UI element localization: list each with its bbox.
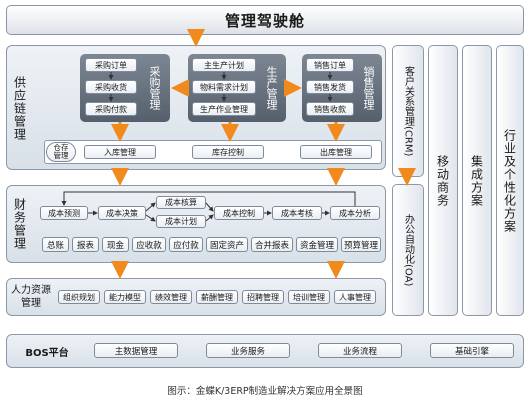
master-production-plan[interactable]: 主生产计划 (192, 58, 256, 72)
hr-organization-planning[interactable]: 组织规划 (58, 290, 100, 304)
procurement-label: 采购管理 (148, 66, 161, 110)
mobile-commerce-column[interactable] (428, 45, 458, 316)
general-ledger[interactable]: 总账 (42, 237, 69, 252)
hr-personnel[interactable]: 人事管理 (334, 290, 376, 304)
business-services[interactable]: 业务服务 (206, 343, 290, 358)
fixed-assets[interactable]: 固定资产 (206, 237, 248, 252)
bos-label: BOS平台 (25, 347, 69, 359)
reports[interactable]: 报表 (72, 237, 99, 252)
business-process[interactable]: 业务流程 (318, 343, 402, 358)
sales-collection[interactable]: 销售收款 (306, 102, 354, 116)
inventory-control[interactable]: 库存控制 (192, 145, 264, 159)
material-requirement-plan[interactable]: 物料需求计划 (192, 80, 256, 94)
integration-solution-label: 集成方案 (469, 154, 484, 207)
hr-performance[interactable]: 绩效管理 (150, 290, 192, 304)
fund-management[interactable]: 资金管理 (296, 237, 338, 252)
cost-analysis[interactable]: 成本分析 (330, 206, 380, 220)
figure-caption: 图示：金蝶K/3ERP制造业解决方案应用全景图 (167, 386, 363, 397)
hr-recruitment[interactable]: 招聘管理 (242, 290, 284, 304)
outbound-management[interactable]: 出库管理 (300, 145, 372, 159)
cost-assessment[interactable]: 成本考核 (272, 206, 322, 220)
warehouse-label-text: 仓存管理 (53, 143, 69, 160)
hr-label: 人力资源管理 (10, 282, 52, 312)
cost-plan[interactable]: 成本计划 (156, 215, 206, 228)
production-label: 生产管理 (265, 66, 278, 110)
receivables[interactable]: 应收款 (132, 237, 166, 252)
industry-solution-label: 行业及个性化方案 (502, 128, 517, 233)
sales-shipment[interactable]: 销售发货 (306, 80, 354, 94)
crm-label: 客户关系管理(CRM) (402, 65, 414, 157)
supply-chain-label: 供应链管理 (12, 75, 27, 141)
warehouse-label[interactable]: 仓存管理 (46, 142, 76, 162)
procurement-receipt[interactable]: 采购收货 (85, 80, 137, 94)
cost-decision[interactable]: 成本决策 (98, 206, 146, 220)
management-cockpit[interactable]: 管理驾驶舱 (6, 5, 524, 35)
production-operation[interactable]: 生产作业管理 (192, 102, 256, 116)
oa-label: 办公自动化(OA) (402, 213, 414, 287)
cost-control[interactable]: 成本控制 (214, 206, 264, 220)
crm-column[interactable] (392, 45, 424, 177)
master-data-management[interactable]: 主数据管理 (94, 343, 178, 358)
industry-solution-column[interactable] (496, 45, 524, 316)
payables[interactable]: 应付款 (169, 237, 203, 252)
finance-label: 财务管理 (12, 198, 27, 250)
cost-forecast[interactable]: 成本预测 (40, 206, 88, 220)
base-engine[interactable]: 基础引擎 (430, 343, 514, 358)
consolidated-reports[interactable]: 合并报表 (251, 237, 293, 252)
procurement-payment[interactable]: 采购付款 (85, 102, 137, 116)
mobile-commerce-label: 移动商务 (435, 154, 450, 207)
hr-training[interactable]: 培训管理 (288, 290, 330, 304)
sales-label: 销售管理 (362, 66, 375, 110)
hr-competency-model[interactable]: 能力模型 (104, 290, 146, 304)
budget-management[interactable]: 预算管理 (341, 237, 381, 252)
cash[interactable]: 现金 (102, 237, 129, 252)
sales-order[interactable]: 销售订单 (306, 58, 354, 72)
integration-solution-column[interactable] (462, 45, 492, 316)
hr-compensation[interactable]: 薪酬管理 (196, 290, 238, 304)
procurement-order[interactable]: 采购订单 (85, 58, 137, 72)
cost-accounting[interactable]: 成本核算 (156, 196, 206, 209)
inbound-management[interactable]: 入库管理 (84, 145, 156, 159)
hr-label-text: 人力资源管理 (11, 285, 51, 309)
